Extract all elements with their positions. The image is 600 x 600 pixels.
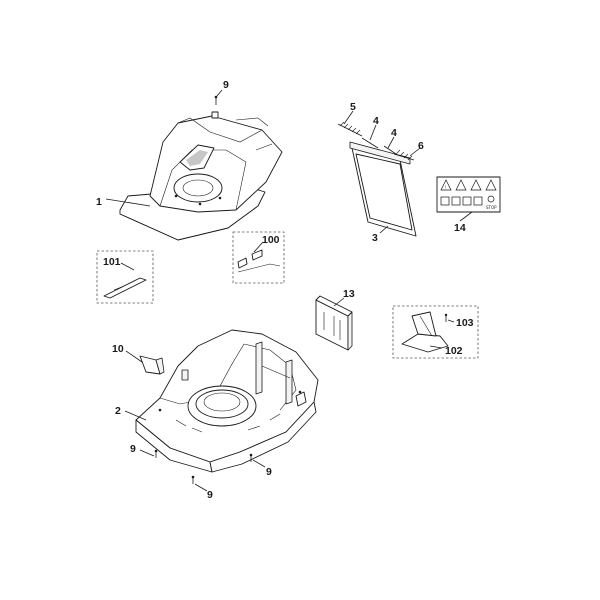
label-pin-right: 4 [391,127,397,139]
blade-kit-box [96,250,154,304]
upper-housing [119,111,283,241]
screw-left [154,449,158,458]
label-bracket: 13 [343,288,355,300]
label-latch: 10 [112,343,124,355]
label-screw-top: 9 [223,79,229,91]
screw-bottom [191,475,195,484]
warning-label: ! STOP [436,176,501,213]
screw-right [249,453,253,462]
label-pin-left: 4 [373,115,379,127]
stop-text: STOP [486,205,497,210]
svg-text:!: ! [445,185,447,190]
label-upper-housing: 1 [96,196,102,208]
label-flap: 3 [372,232,378,244]
label-screw-right: 9 [266,466,272,478]
pin-right [383,145,397,155]
label-warning: 14 [454,222,466,234]
grass-flap [349,141,417,237]
mower-deck [135,329,319,473]
clip-kit-box [232,231,285,284]
spring-left [337,121,363,137]
label-mulch-plug: 102 [445,345,463,357]
label-spring-left: 5 [350,101,356,113]
callouts: 9 1 5 4 4 6 3 14 100 101 13 103 102 10 2… [96,79,474,501]
label-screw-bottom: 9 [207,489,213,501]
mulch-plug-box [392,305,479,359]
bracket [315,295,353,351]
spring-right [393,149,415,161]
pin-left [361,137,379,149]
screw-top [214,95,218,105]
latch [139,355,165,375]
label-screw-103: 103 [456,317,474,329]
leader-lines [105,89,473,492]
label-deck: 2 [115,405,121,417]
label-blade-kit: 101 [103,256,121,268]
label-spring-right: 6 [418,140,424,152]
label-clip-kit: 100 [262,234,280,246]
label-screw-left: 9 [130,443,136,455]
